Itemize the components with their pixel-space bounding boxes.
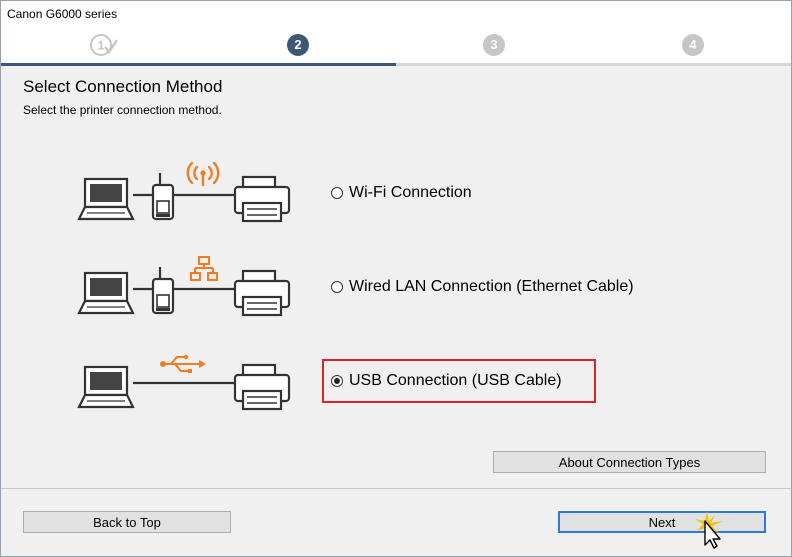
pointer-cursor-icon — [695, 511, 723, 549]
page-subtitle: Select the printer connection method. — [23, 103, 222, 117]
wifi-connection-illustration — [77, 161, 291, 223]
back-to-top-button[interactable]: Back to Top — [23, 511, 231, 533]
step-2-active: 2 — [287, 34, 309, 56]
option-wired-lan[interactable]: Wired LAN Connection (Ethernet Cable) — [331, 277, 634, 297]
option-usb[interactable]: USB Connection (USB Cable) — [331, 371, 562, 391]
laptop-icon — [77, 177, 135, 221]
usb-radio[interactable] — [331, 375, 343, 387]
usb-connection-illustration — [77, 354, 291, 411]
router-icon — [151, 173, 175, 221]
page-title: Select Connection Method — [23, 77, 223, 96]
next-button[interactable]: Next — [558, 511, 766, 533]
progress-remaining — [396, 63, 791, 66]
laptop-icon — [77, 271, 135, 315]
option-wired-lan-label: Wired LAN Connection (Ethernet Cable) — [349, 278, 634, 295]
title-bar: Canon G6000 series — [1, 1, 791, 27]
step-3: 3 — [483, 34, 505, 56]
checkmark-icon: 1 — [90, 34, 118, 56]
wifi-radio[interactable] — [331, 187, 343, 199]
step-indicator: 1 2 3 4 — [1, 27, 791, 66]
wired-lan-illustration — [77, 256, 291, 317]
printer-icon — [233, 363, 291, 411]
step-1-done: 1 — [90, 34, 118, 56]
option-wifi-label: Wi-Fi Connection — [349, 184, 472, 201]
option-usb-label: USB Connection (USB Cable) — [349, 372, 562, 389]
about-connection-types-button[interactable]: About Connection Types — [493, 451, 766, 473]
printer-icon — [233, 269, 291, 317]
wifi-signal-icon — [186, 161, 220, 187]
network-icon — [190, 256, 218, 281]
selection-highlight-box — [322, 359, 596, 403]
laptop-icon — [77, 365, 135, 409]
router-icon — [151, 267, 175, 315]
step-1-label: 1 — [98, 39, 105, 53]
wired-lan-radio[interactable] — [331, 281, 343, 293]
step-4: 4 — [682, 34, 704, 56]
usb-icon — [160, 354, 206, 373]
window-title: Canon G6000 series — [7, 7, 118, 21]
printer-icon — [233, 175, 291, 223]
progress-complete — [1, 63, 396, 66]
footer-divider — [1, 488, 791, 489]
option-wifi[interactable]: Wi-Fi Connection — [331, 183, 472, 203]
